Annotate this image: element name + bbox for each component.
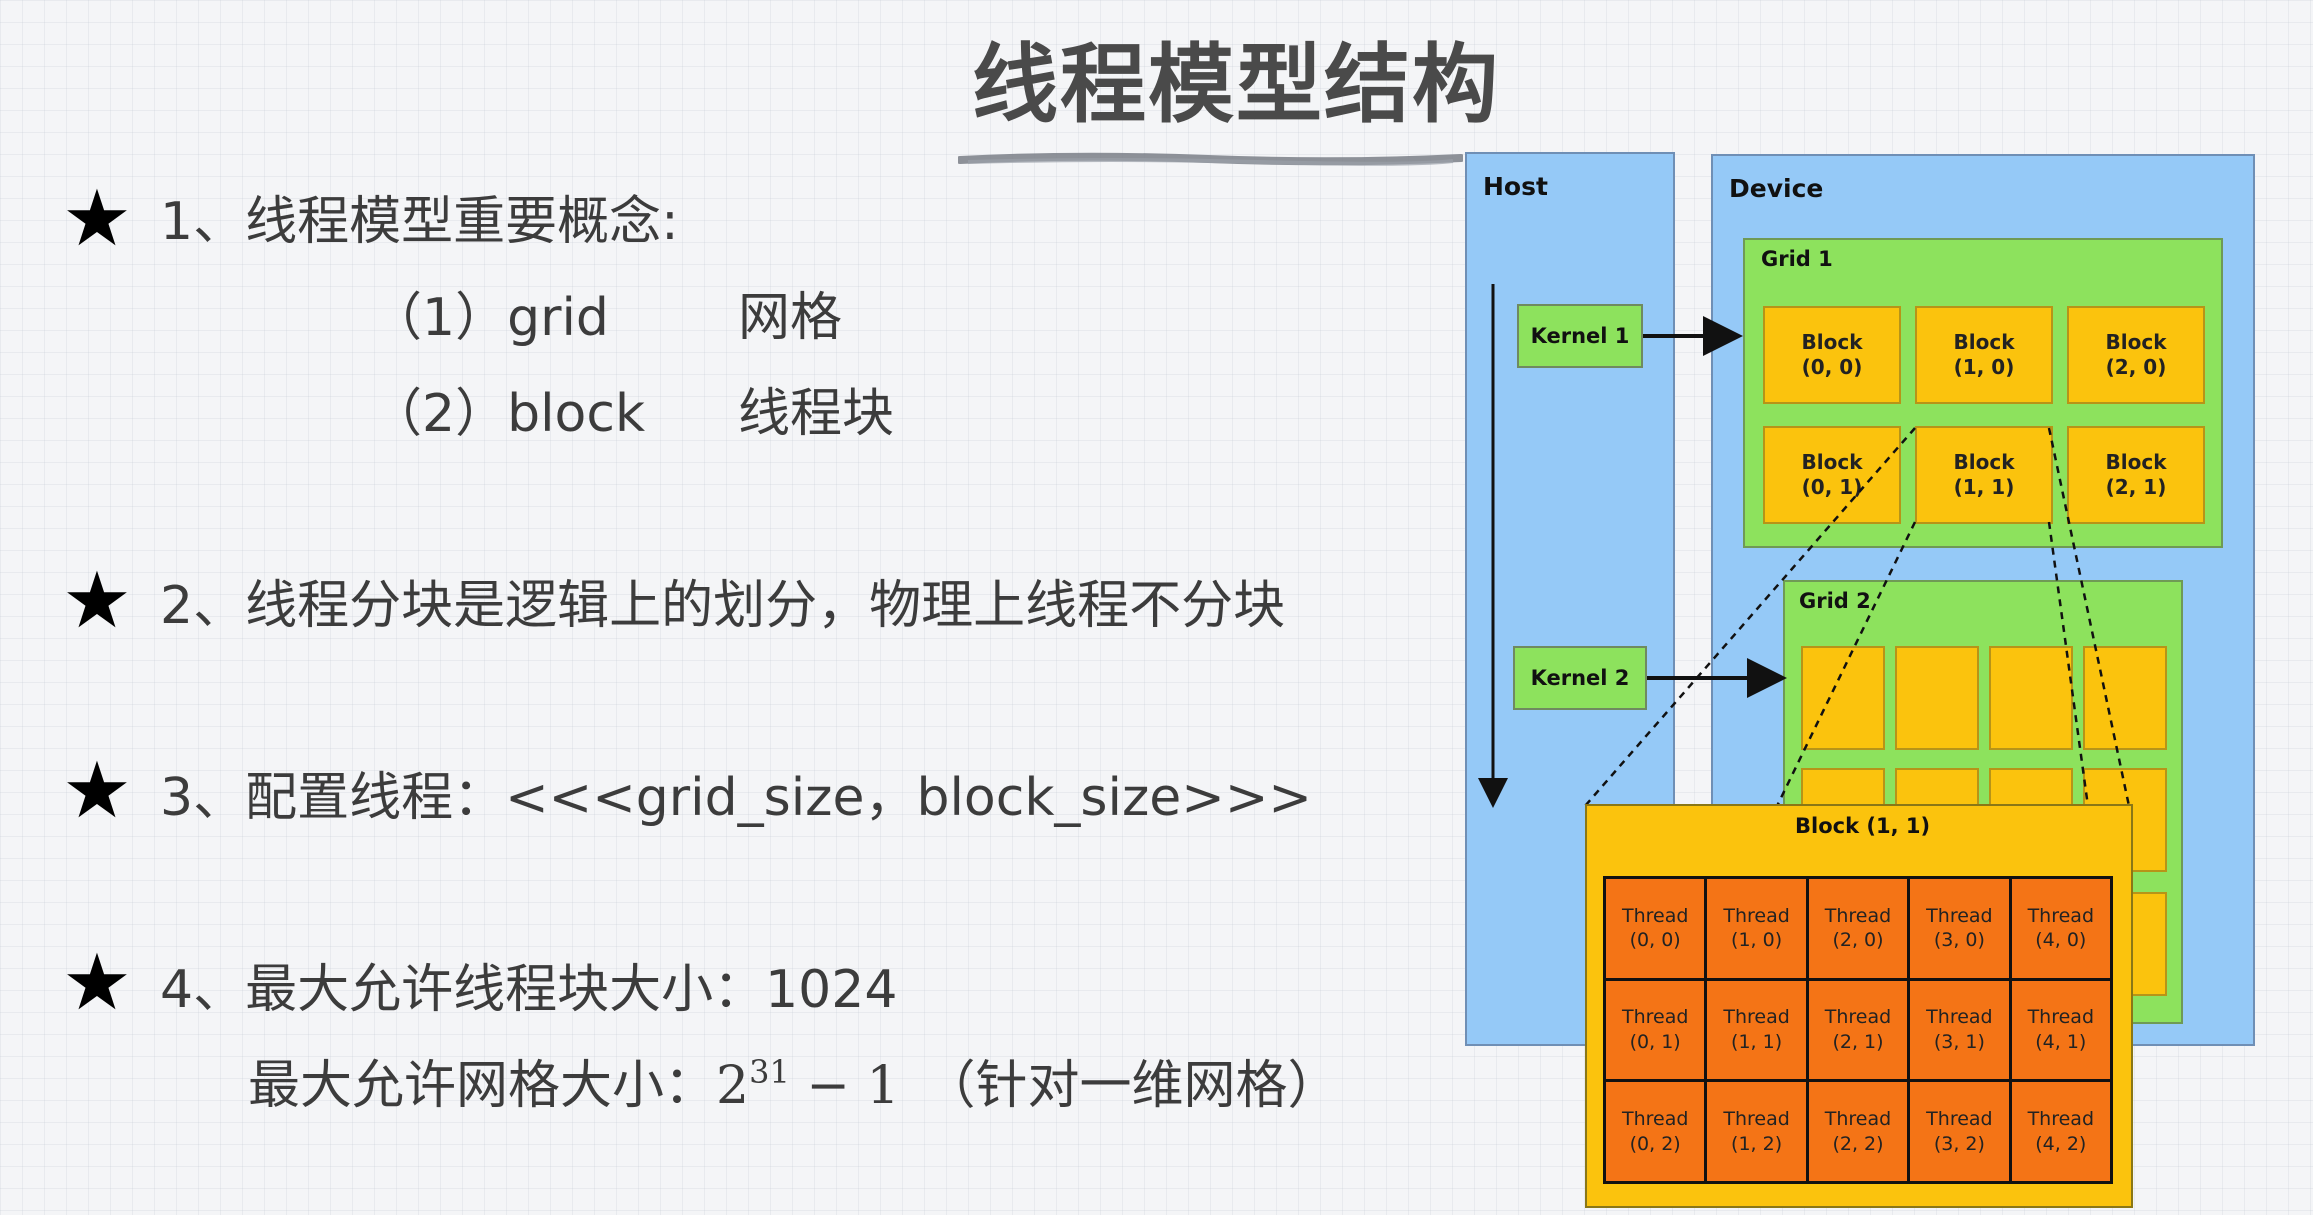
thread-label: Thread bbox=[1723, 1006, 1790, 1029]
thread-cell: Thread(3, 2) bbox=[1910, 1082, 2009, 1181]
bullet-1-text: 1、线程模型重要概念: bbox=[160, 192, 679, 252]
slide-title: 线程模型结构 bbox=[972, 35, 1500, 135]
grid-1-label: Grid 1 bbox=[1761, 247, 1833, 271]
thread-label: Thread bbox=[1621, 1107, 1689, 1130]
thread-label: Thread bbox=[2027, 904, 2095, 927]
thread-cell: Thread(2, 2) bbox=[1808, 1082, 1908, 1181]
bullet-4-sub-base: 2 bbox=[716, 1056, 750, 1116]
block-0-1: Block(0, 1) bbox=[1763, 426, 1901, 524]
thread-cell: Thread(4, 0) bbox=[2011, 879, 2110, 978]
zoom-line-top-left bbox=[1584, 427, 1916, 807]
bullet-1-item-meaning: 网格 bbox=[738, 288, 843, 348]
grid-2-block bbox=[2083, 646, 2167, 750]
bullet-4-sub-minus: − 1 bbox=[789, 1056, 900, 1116]
thread-grid: Thread(0, 0) Thread(1, 0) Thread(2, 0) T… bbox=[1603, 876, 2113, 1184]
thread-label: Thread bbox=[2027, 1107, 2095, 1130]
block-index: (1, 0) bbox=[1953, 355, 2015, 379]
block-0-0: Block(0, 0) bbox=[1763, 306, 1901, 404]
grid-2-block bbox=[1895, 646, 1979, 750]
thread-label: Thread bbox=[1723, 1107, 1790, 1130]
thread-label: Thread bbox=[1824, 904, 1892, 927]
thread-cell: Thread(0, 0) bbox=[1606, 879, 1705, 978]
thread-index: (4, 2) bbox=[2035, 1132, 2087, 1155]
block-label: Block bbox=[2105, 330, 2167, 354]
thread-cell: Thread(2, 0) bbox=[1808, 879, 1908, 978]
thread-label: Thread bbox=[2027, 1006, 2095, 1029]
thread-index: (1, 0) bbox=[1731, 929, 1783, 952]
grid-2-block bbox=[1989, 646, 2073, 750]
bullet-1-item-meaning: 线程块 bbox=[738, 384, 895, 444]
kernel-1: Kernel 1 bbox=[1517, 304, 1643, 368]
thread-label: Thread bbox=[1621, 1006, 1689, 1029]
thread-label: Thread bbox=[1824, 1107, 1892, 1130]
star-icon: ★ bbox=[62, 938, 132, 1028]
thread-cell: Thread(3, 1) bbox=[1910, 980, 2009, 1080]
thread-cell: Thread(1, 2) bbox=[1707, 1082, 1806, 1181]
block-2-0: Block(2, 0) bbox=[2067, 306, 2205, 404]
thread-cell: Thread(0, 2) bbox=[1606, 1082, 1705, 1181]
star-icon: ★ bbox=[62, 556, 132, 646]
bullet-4-text: 4、最大允许线程块大小：1024 bbox=[160, 960, 898, 1020]
thread-index: (4, 1) bbox=[2035, 1030, 2087, 1053]
thread-label: Thread bbox=[1926, 1107, 1993, 1130]
thread-index: (0, 1) bbox=[1629, 1030, 1681, 1053]
block-1-1: Block(1, 1) bbox=[1915, 426, 2053, 524]
thread-index: (2, 2) bbox=[1832, 1132, 1884, 1155]
block-label: Block bbox=[1801, 450, 1863, 474]
thread-index: (4, 0) bbox=[2035, 929, 2087, 952]
star-icon: ★ bbox=[62, 746, 132, 836]
host-label: Host bbox=[1483, 172, 1548, 201]
thread-index: (1, 1) bbox=[1731, 1030, 1783, 1053]
block-index: (2, 1) bbox=[2105, 475, 2167, 499]
thread-label: Thread bbox=[1621, 904, 1689, 927]
bullet-2-text: 2、线程分块是逻辑上的划分，物理上线程不分块 bbox=[160, 576, 1286, 636]
block-index: (1, 1) bbox=[1953, 475, 2015, 499]
thread-index: (2, 0) bbox=[1832, 929, 1884, 952]
bullet-4-sub-prefix: 最大允许网格大小： bbox=[248, 1056, 717, 1116]
device-label: Device bbox=[1729, 174, 1824, 203]
bullet-3-text: 3、配置线程：<<<grid_size，block_size>>> bbox=[160, 768, 1312, 828]
thread-label: Thread bbox=[1926, 1006, 1993, 1029]
thread-cell: Thread(1, 0) bbox=[1707, 879, 1806, 978]
bullet-1-item-term: （1）grid bbox=[370, 288, 609, 348]
thread-index: (2, 1) bbox=[1832, 1030, 1884, 1053]
block-index: (0, 1) bbox=[1801, 475, 1863, 499]
block-label: Block bbox=[2105, 450, 2167, 474]
grid-2-block bbox=[1801, 646, 1885, 750]
thread-index: (3, 1) bbox=[1933, 1030, 1985, 1053]
block-1-0: Block(1, 0) bbox=[1915, 306, 2053, 404]
thread-cell: Thread(1, 1) bbox=[1707, 980, 1806, 1080]
diagram-connectors bbox=[1478, 284, 2131, 873]
thread-cell: Thread(4, 1) bbox=[2011, 980, 2110, 1080]
thread-cell: Thread(3, 0) bbox=[1910, 879, 2009, 978]
bullet-4-subline: 最大允许网格大小：231 − 1（针对一维网格） bbox=[248, 1056, 1340, 1112]
block-label: Block bbox=[1953, 330, 2015, 354]
thread-label: Thread bbox=[1723, 904, 1790, 927]
block-2-1: Block(2, 1) bbox=[2067, 426, 2205, 524]
kernel-2: Kernel 2 bbox=[1513, 646, 1647, 710]
thread-model-diagram: Host Device Grid 1 Block(0, 0) Block(1, … bbox=[1465, 152, 2265, 1212]
block-index: (2, 0) bbox=[2105, 355, 2167, 379]
thread-index: (0, 2) bbox=[1629, 1132, 1681, 1155]
bullet-4-sub-suffix: （针对一维网格） bbox=[923, 1056, 1340, 1116]
thread-label: Thread bbox=[1926, 904, 1993, 927]
thread-index: (0, 0) bbox=[1629, 929, 1681, 952]
thread-cell: Thread(0, 1) bbox=[1606, 980, 1705, 1080]
zoomed-block-label: Block (1, 1) bbox=[1795, 814, 1931, 838]
star-icon: ★ bbox=[62, 174, 132, 264]
bullet-4-sub-exp: 31 bbox=[749, 1053, 790, 1091]
block-label: Block bbox=[1953, 450, 2015, 474]
block-index: (0, 0) bbox=[1801, 355, 1863, 379]
thread-index: (3, 0) bbox=[1933, 929, 1985, 952]
title-underline bbox=[958, 152, 1463, 166]
thread-index: (3, 2) bbox=[1933, 1132, 1985, 1155]
grid-2-label: Grid 2 bbox=[1799, 589, 1871, 613]
thread-label: Thread bbox=[1824, 1006, 1892, 1029]
thread-cell: Thread(4, 2) bbox=[2011, 1082, 2110, 1181]
thread-cell: Thread(2, 1) bbox=[1808, 980, 1908, 1080]
zoom-line-bottom-right bbox=[2047, 521, 2099, 873]
block-label: Block bbox=[1801, 330, 1863, 354]
bullet-1-item-term: （2）block bbox=[370, 384, 646, 444]
thread-index: (1, 2) bbox=[1731, 1132, 1783, 1155]
